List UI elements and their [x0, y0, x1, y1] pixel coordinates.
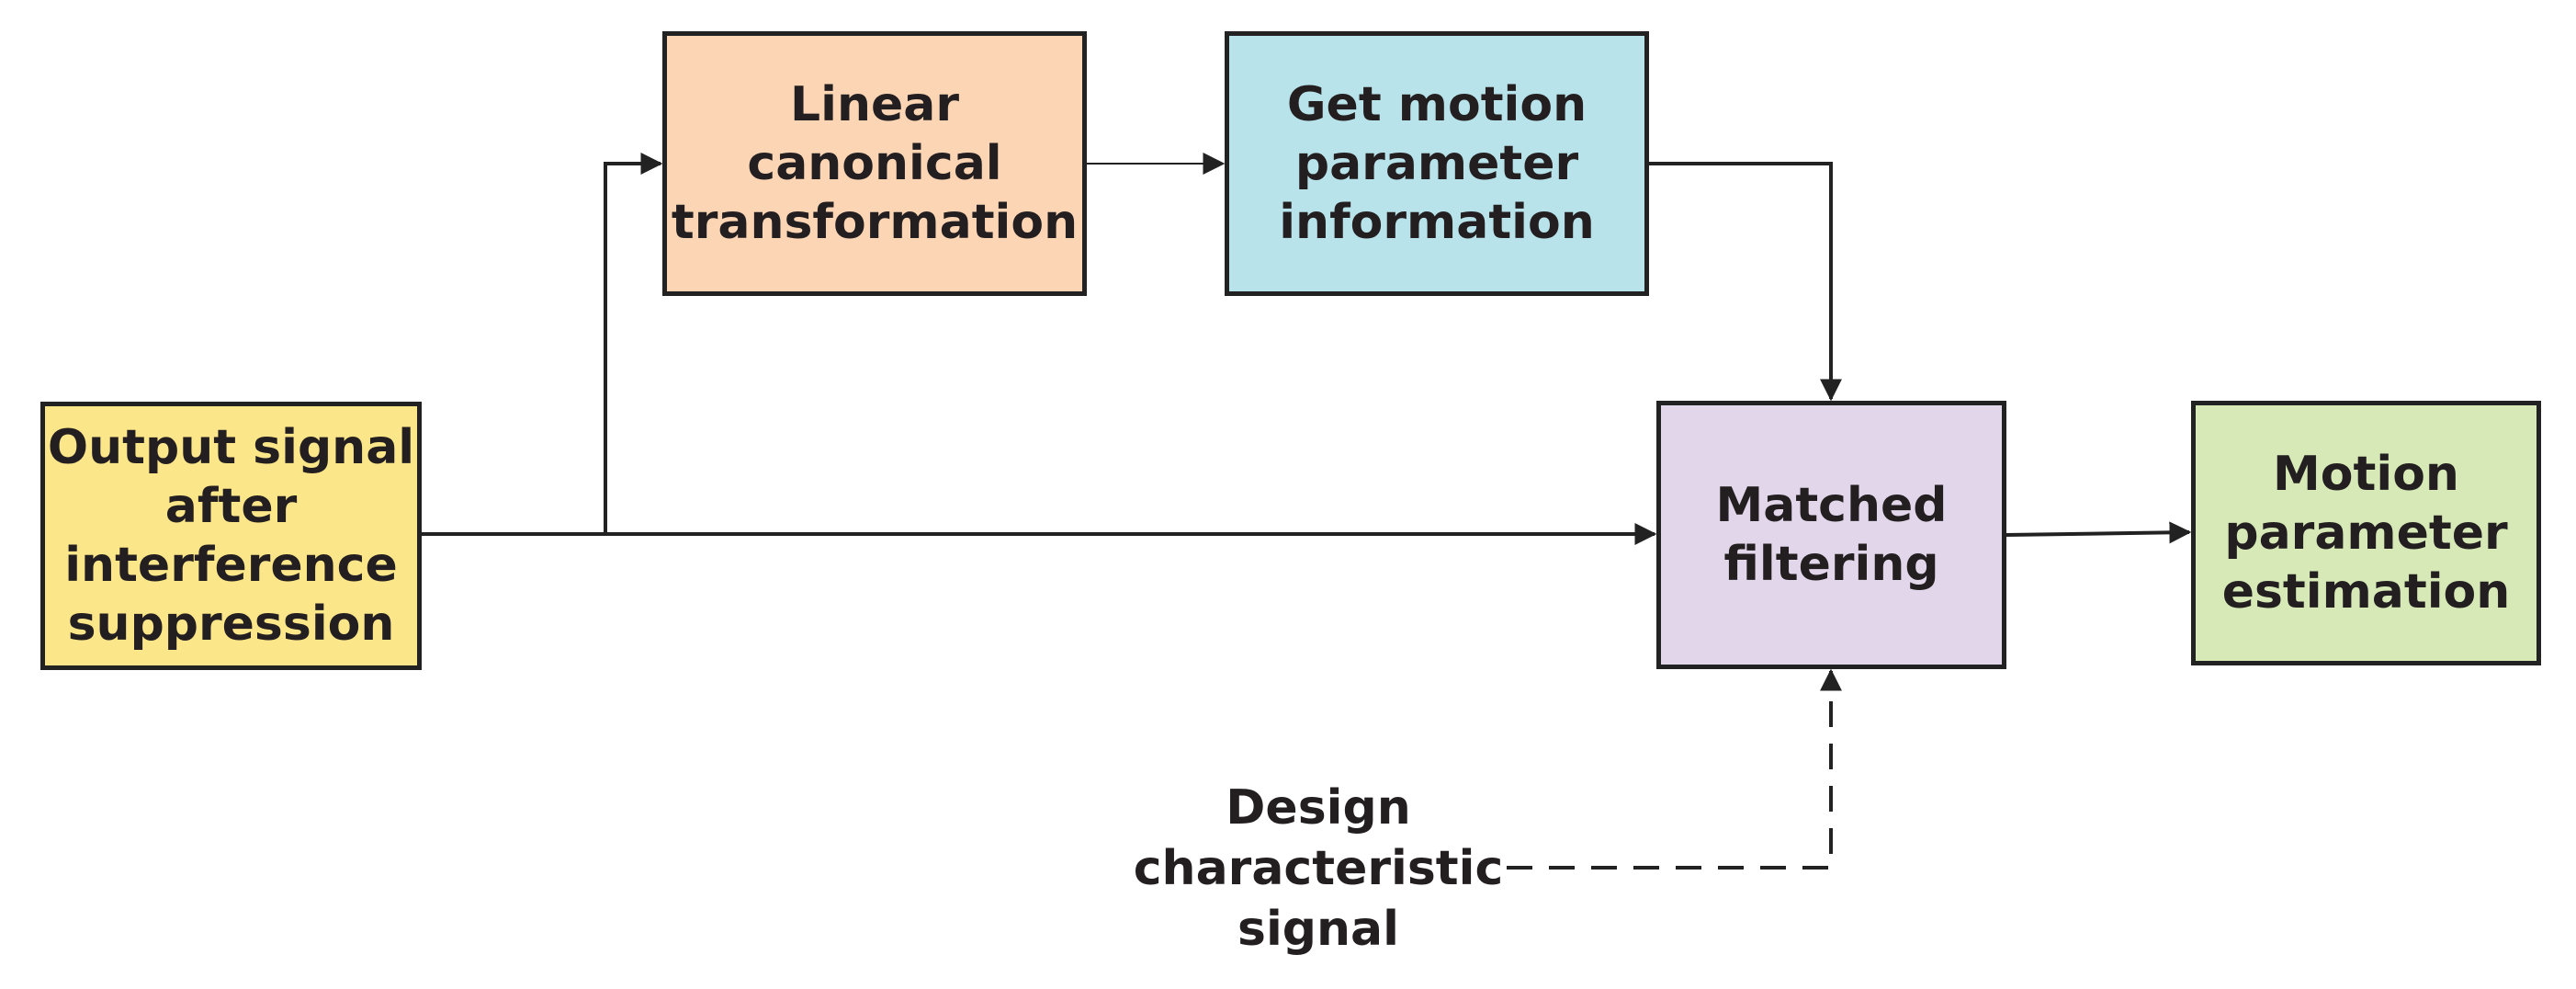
matched-filtering-box: Matched filtering	[1656, 401, 2006, 669]
design-label-line-2: characteristic	[1133, 841, 1504, 896]
matched-line-1: Matched	[1715, 478, 1948, 533]
connector-matched-to-estimation	[2005, 521, 2192, 544]
motion-estimation-line-2: parameter	[2224, 506, 2508, 561]
motion-estimation-line-1: Motion	[2273, 447, 2459, 502]
get-motion-parameter-box: Get motion parameter information	[1225, 31, 1649, 296]
output-signal-line-4: suppression	[67, 597, 395, 652]
output-signal-line-1: Output signal	[47, 420, 415, 475]
get-motion-line-2: parameter	[1294, 136, 1579, 191]
linear-canonical-line-1: Linear	[790, 77, 959, 132]
connector-design-to-matched	[1507, 668, 1842, 870]
output-signal-box: Output signal after interference suppres…	[40, 402, 422, 670]
matched-line-2: filtering	[1723, 537, 1939, 592]
motion-estimation-line-3: estimation	[2221, 564, 2511, 620]
design-label-line-1: Design	[1226, 780, 1411, 836]
motion-parameter-estimation-box: Motion parameter estimation	[2191, 401, 2541, 665]
linear-canonical-line-3: transformation	[671, 195, 1079, 250]
output-signal-line-3: interference	[64, 538, 398, 593]
get-motion-line-3: information	[1279, 195, 1595, 250]
design-characteristic-signal-label: Design characteristic signal	[1134, 777, 1504, 961]
connector-output-to-linear	[604, 153, 663, 534]
linear-canonical-line-2: canonical	[747, 136, 1002, 191]
linear-canonical-transformation-box: Linear canonical transformation	[662, 31, 1087, 296]
design-label-line-3: signal	[1237, 902, 1399, 957]
get-motion-line-1: Get motion	[1286, 77, 1587, 132]
output-signal-line-2: after	[164, 479, 298, 534]
connector-getmotion-to-matched	[1649, 162, 1842, 402]
